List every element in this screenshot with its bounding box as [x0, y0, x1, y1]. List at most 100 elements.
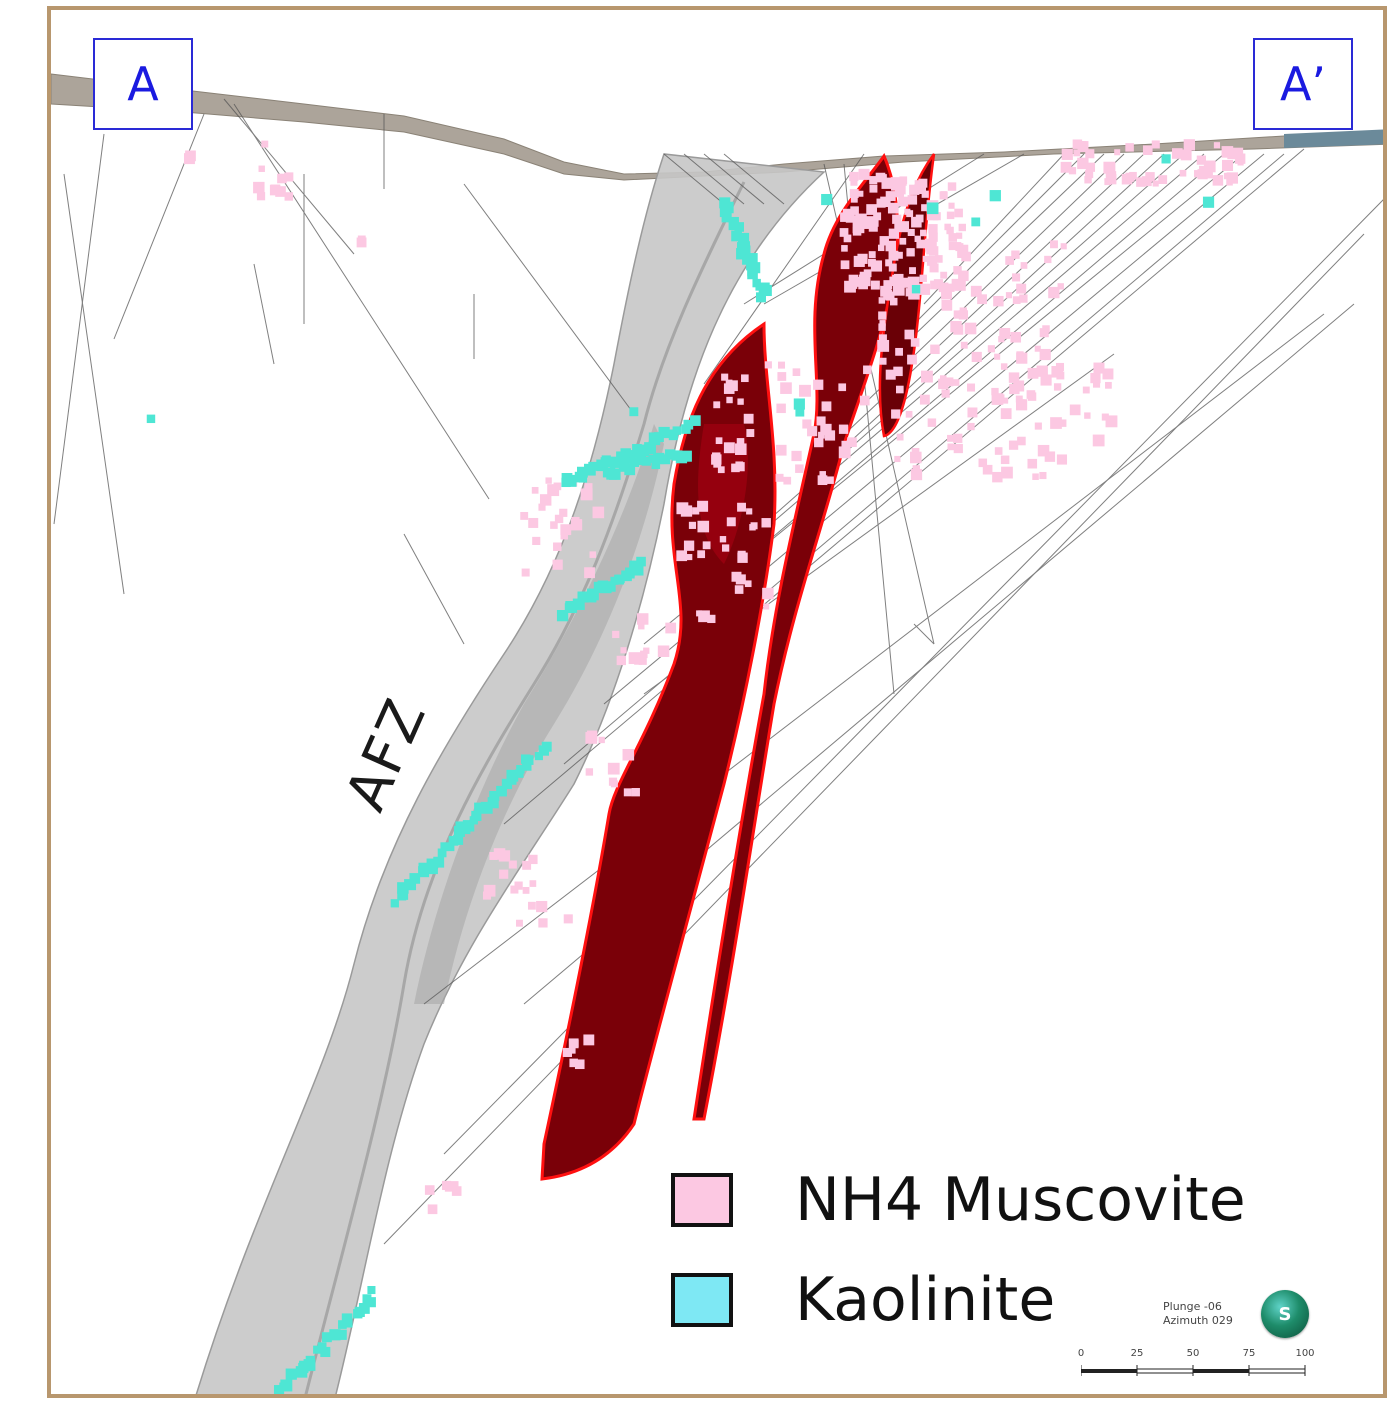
muscovite-sample [584, 483, 593, 492]
kaolinite-sample [648, 454, 657, 463]
kaolinite-samples [146, 154, 1215, 1394]
muscovite-sample [870, 260, 883, 272]
muscovite-sample [944, 223, 951, 231]
kaolinite-sample [305, 1355, 315, 1366]
kaolinite-sample [321, 1332, 332, 1343]
kaolinite-sample [521, 761, 532, 771]
muscovite-sample [954, 208, 963, 218]
muscovite-sample [560, 524, 572, 536]
kaolinite-sample [577, 591, 589, 603]
muscovite-sample [904, 329, 915, 340]
muscovite-sample [910, 451, 922, 464]
muscovite-sample [967, 383, 976, 392]
kaolinite-sample [534, 752, 543, 761]
muscovite-sample [1012, 273, 1021, 282]
muscovite-sample [734, 585, 744, 594]
muscovite-sample [880, 174, 887, 181]
muscovite-sample [688, 521, 697, 529]
muscovite-sample [1005, 256, 1014, 265]
muscovite-sample [553, 542, 562, 551]
muscovite-sample [715, 437, 723, 445]
muscovite-sample [926, 208, 939, 221]
muscovite-sample [598, 736, 605, 744]
muscovite-sample [571, 516, 580, 526]
muscovite-sample [1020, 262, 1028, 269]
kaolinite-sample [587, 588, 599, 601]
muscovite-sample [1082, 386, 1090, 394]
muscovite-samples [184, 139, 1246, 1215]
muscovite-sample [1016, 352, 1028, 364]
kaolinite-sample [329, 1329, 341, 1341]
muscovite-sample [971, 351, 982, 363]
kaolinite-sample [274, 1385, 285, 1394]
muscovite-sample [824, 430, 836, 441]
kaolinite-sample [515, 769, 524, 778]
kaolinite-sample [426, 858, 437, 868]
kaolinite-sample [989, 190, 1001, 202]
muscovite-sample [999, 327, 1011, 339]
muscovite-sample [1221, 159, 1234, 171]
muscovite-sample [1172, 148, 1183, 159]
muscovite-sample [944, 377, 954, 387]
section-label-end-text: A’ [1279, 57, 1327, 111]
muscovite-sample [1069, 404, 1081, 416]
muscovite-sample [915, 214, 924, 223]
muscovite-sample [1019, 294, 1028, 303]
muscovite-sample [1061, 148, 1073, 160]
muscovite-sample [1142, 145, 1153, 156]
muscovite-sample [858, 168, 870, 180]
kaolinite-sample [644, 442, 656, 454]
muscovite-sample [1085, 170, 1094, 179]
muscovite-sample [946, 283, 955, 292]
kaolinite-sample [599, 581, 612, 594]
muscovite-sample [1092, 434, 1105, 447]
muscovite-sample [941, 288, 952, 300]
muscovite-sample [910, 468, 923, 481]
muscovite-sample [813, 379, 824, 390]
muscovite-sample [908, 288, 920, 300]
muscovite-sample [907, 276, 920, 289]
muscovite-sample [510, 885, 519, 894]
drillhole-trace [683, 153, 745, 205]
muscovite-sample [528, 517, 539, 528]
muscovite-sample [883, 280, 893, 289]
kaolinite-sample [433, 856, 445, 868]
muscovite-sample [508, 860, 517, 869]
muscovite-sample [1085, 162, 1096, 172]
kaolinite-sample [795, 407, 805, 417]
muscovite-sample [850, 195, 858, 203]
muscovite-sample [807, 426, 818, 437]
muscovite-sample [994, 353, 1001, 360]
muscovite-sample [991, 393, 1004, 405]
scale-tick-50: 50 [1186, 1348, 1200, 1359]
muscovite-sample [783, 476, 792, 485]
kaolinite-sample [636, 456, 646, 466]
drillhole-trace [113, 113, 205, 340]
kaolinite-sample [731, 230, 742, 242]
muscovite-sample [761, 518, 771, 528]
muscovite-sample [552, 559, 563, 570]
muscovite-sample [934, 255, 943, 263]
drillhole-trace [403, 533, 465, 645]
muscovite-sample [879, 357, 887, 365]
muscovite-sample [735, 574, 746, 585]
drillhole-trace [913, 623, 935, 645]
orientation-info: Plunge -06 Azimuth 029 [1163, 1300, 1233, 1328]
kaolinite-sample [462, 820, 475, 832]
muscovite-sample [870, 280, 880, 290]
muscovite-sample [838, 424, 849, 434]
muscovite-sample [538, 503, 546, 511]
muscovite-sample [896, 433, 904, 441]
kaolinite-sample [616, 574, 625, 584]
muscovite-sample [1203, 160, 1216, 173]
drillhole-trace [723, 153, 1205, 565]
muscovite-sample [993, 295, 1004, 307]
drillhole-trace [503, 148, 1305, 825]
drillhole-trace [253, 263, 275, 365]
muscovite-sample [499, 869, 509, 879]
muscovite-sample [967, 422, 975, 431]
muscovite-sample [1093, 362, 1105, 374]
kaolinite-sample [572, 598, 583, 608]
muscovite-sample [838, 446, 851, 459]
muscovite-sample [1102, 368, 1114, 380]
